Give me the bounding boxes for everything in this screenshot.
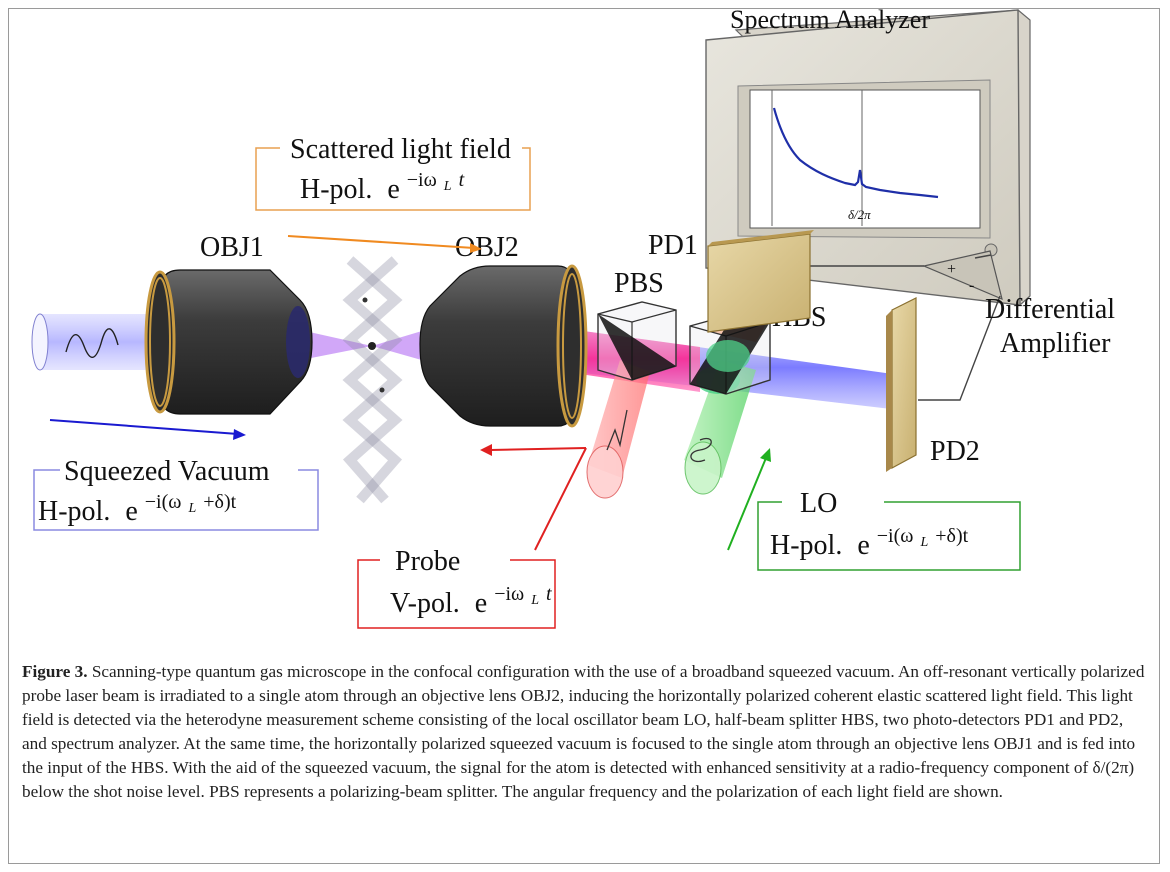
probe-pol: V-pol. bbox=[390, 588, 460, 619]
scattered-arrow-icon bbox=[470, 243, 482, 253]
scattered-pol: H-pol. bbox=[300, 174, 372, 205]
hbs-cube: HBS bbox=[689, 302, 826, 395]
squeezed-sup2: +δ)t bbox=[203, 491, 236, 513]
squeezed-formula: H-pol. e −i(ω L +δ)t bbox=[38, 484, 237, 527]
figure-diagram: Spectrum Analyzer δ/2π + - Differential … bbox=[31, 5, 1115, 629]
caption-text: Scanning-type quantum gas microscope in … bbox=[22, 662, 1145, 801]
probe-sub: L bbox=[530, 593, 539, 608]
scattered-title: Scattered light field bbox=[290, 134, 511, 165]
obj2-lens: OBJ2 bbox=[419, 232, 588, 428]
pbs-cube: PBS bbox=[597, 268, 677, 381]
probe-t: t bbox=[546, 583, 552, 605]
spectrum-trace bbox=[772, 107, 939, 199]
lo-sup: −i(ω bbox=[877, 525, 914, 547]
probe-title: Probe bbox=[395, 546, 460, 577]
scattered-t: t bbox=[459, 169, 465, 191]
wave-icon bbox=[65, 328, 119, 358]
spectrum-axis-label: δ/2π bbox=[848, 207, 871, 222]
diff-amp-line1: Differential bbox=[985, 294, 1115, 325]
amp-plus-sign: + bbox=[947, 261, 956, 278]
probe-formula: V-pol. e −iω L t bbox=[390, 576, 552, 619]
figure-caption: Figure 3. Scanning-type quantum gas micr… bbox=[22, 660, 1150, 804]
lo-box: LO H-pol. e −i(ω L +δ)t bbox=[727, 448, 1021, 571]
probe-exp: e bbox=[475, 588, 487, 619]
squeezed-sub: L bbox=[187, 501, 196, 516]
probe-beam bbox=[586, 360, 650, 499]
scattered-field-box: Scattered light field H-pol. e −iω L t bbox=[255, 134, 531, 253]
scattered-exp: e bbox=[387, 174, 399, 205]
lo-pol: H-pol. bbox=[770, 530, 842, 561]
diff-amp-line2: Amplifier bbox=[1000, 328, 1111, 359]
squeezed-sup: −i(ω bbox=[145, 491, 182, 513]
spectrum-analyzer-label: Spectrum Analyzer bbox=[730, 5, 930, 34]
obj1-label: OBJ1 bbox=[200, 232, 264, 263]
obj1-lens: OBJ1 bbox=[144, 232, 313, 415]
scattered-formula: H-pol. e −iω L t bbox=[300, 162, 465, 205]
spectrum-analyzer: Spectrum Analyzer δ/2π bbox=[705, 5, 1031, 306]
squeezed-exp: e bbox=[125, 496, 137, 527]
lo-arrow-icon bbox=[760, 448, 771, 462]
pd2-detector: PD2 bbox=[886, 297, 980, 472]
amp-minus-sign: - bbox=[969, 277, 974, 294]
differential-amplifier: + - Differential Amplifier bbox=[810, 250, 1115, 401]
pd1-label: PD1 bbox=[648, 230, 698, 261]
atom-lattice bbox=[342, 256, 403, 504]
scattered-sup: −iω bbox=[407, 169, 437, 191]
scattered-sub: L bbox=[443, 179, 452, 194]
squeezed-pol: H-pol. bbox=[38, 496, 110, 527]
probe-arrow-icon bbox=[480, 444, 492, 456]
squeezed-arrow-icon bbox=[233, 429, 246, 440]
probe-box: Probe V-pol. e −iω L t bbox=[357, 444, 587, 629]
caption-label: Figure 3. bbox=[22, 662, 88, 681]
squeezed-title: Squeezed Vacuum bbox=[64, 456, 270, 487]
squeezed-vacuum-box: Squeezed Vacuum H-pol. e −i(ω L +δ)t bbox=[33, 419, 319, 531]
pbs-label: PBS bbox=[614, 268, 664, 299]
probe-sup: −iω bbox=[494, 583, 524, 605]
lo-title: LO bbox=[800, 488, 837, 519]
lo-sub: L bbox=[919, 535, 928, 550]
lo-exp: e bbox=[857, 530, 869, 561]
lo-formula: H-pol. e −i(ω L +δ)t bbox=[770, 518, 969, 561]
lo-sup2: +δ)t bbox=[935, 525, 968, 547]
pd1-detector: PD1 bbox=[648, 230, 814, 333]
pd2-label: PD2 bbox=[930, 436, 980, 467]
